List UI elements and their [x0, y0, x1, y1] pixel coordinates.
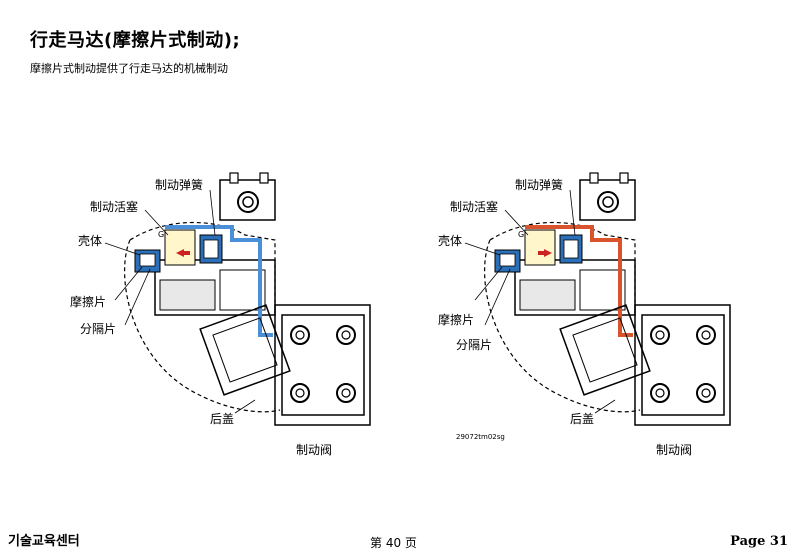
brake-diagram-applied: G 制动弹簧 制动活塞 壳体 摩擦片 分隔片 后盖 制动阀	[60, 165, 390, 465]
footer-page-number: 第 40 页	[370, 536, 417, 550]
brake-drawing-applied: G	[104, 172, 371, 426]
brake-piston-label: 制动活塞	[90, 200, 139, 214]
housing-label: 壳体	[438, 234, 463, 248]
arrow-left-icon	[176, 249, 184, 257]
arrow-right-icon	[544, 249, 552, 257]
friction-plate-label: 摩擦片	[70, 295, 107, 309]
brake-spring-label: 制动弹簧	[515, 178, 564, 192]
rear-cover-label: 后盖	[570, 412, 595, 426]
port-g-label: G	[518, 230, 524, 239]
friction-plate-label: 摩擦片	[438, 313, 475, 327]
brake-valve-label: 制动阀	[296, 443, 333, 457]
brake-valve-label: 制动阀	[656, 443, 693, 457]
separator-plate-label: 分隔片	[456, 338, 493, 352]
footer-page-label: Page 31	[730, 534, 788, 549]
separator-plate-label: 分隔片	[80, 322, 117, 336]
housing-label: 壳体	[78, 234, 103, 248]
brake-drawing-released: G	[464, 172, 731, 426]
pressure-line	[165, 225, 273, 337]
pressure-line	[525, 225, 633, 337]
brake-diagram-released: G 制动弹簧 制动活塞 壳体 摩擦片 分隔片 后盖 制动阀 29072tm02s…	[420, 165, 750, 465]
brake-spring-label: 制动弹簧	[155, 178, 204, 192]
rear-cover-label: 后盖	[210, 412, 235, 426]
brake-piston-label: 制动活塞	[450, 200, 499, 214]
footer-organization: 기술교육센터	[8, 534, 80, 549]
figure-code: 29072tm02sg	[456, 433, 505, 441]
page-subtitle: 摩擦片式制动提供了行走马达的机械制动	[30, 62, 228, 75]
port-g-label: G	[158, 230, 164, 239]
page-title: 行走马达(摩擦片式制动);	[30, 30, 241, 51]
